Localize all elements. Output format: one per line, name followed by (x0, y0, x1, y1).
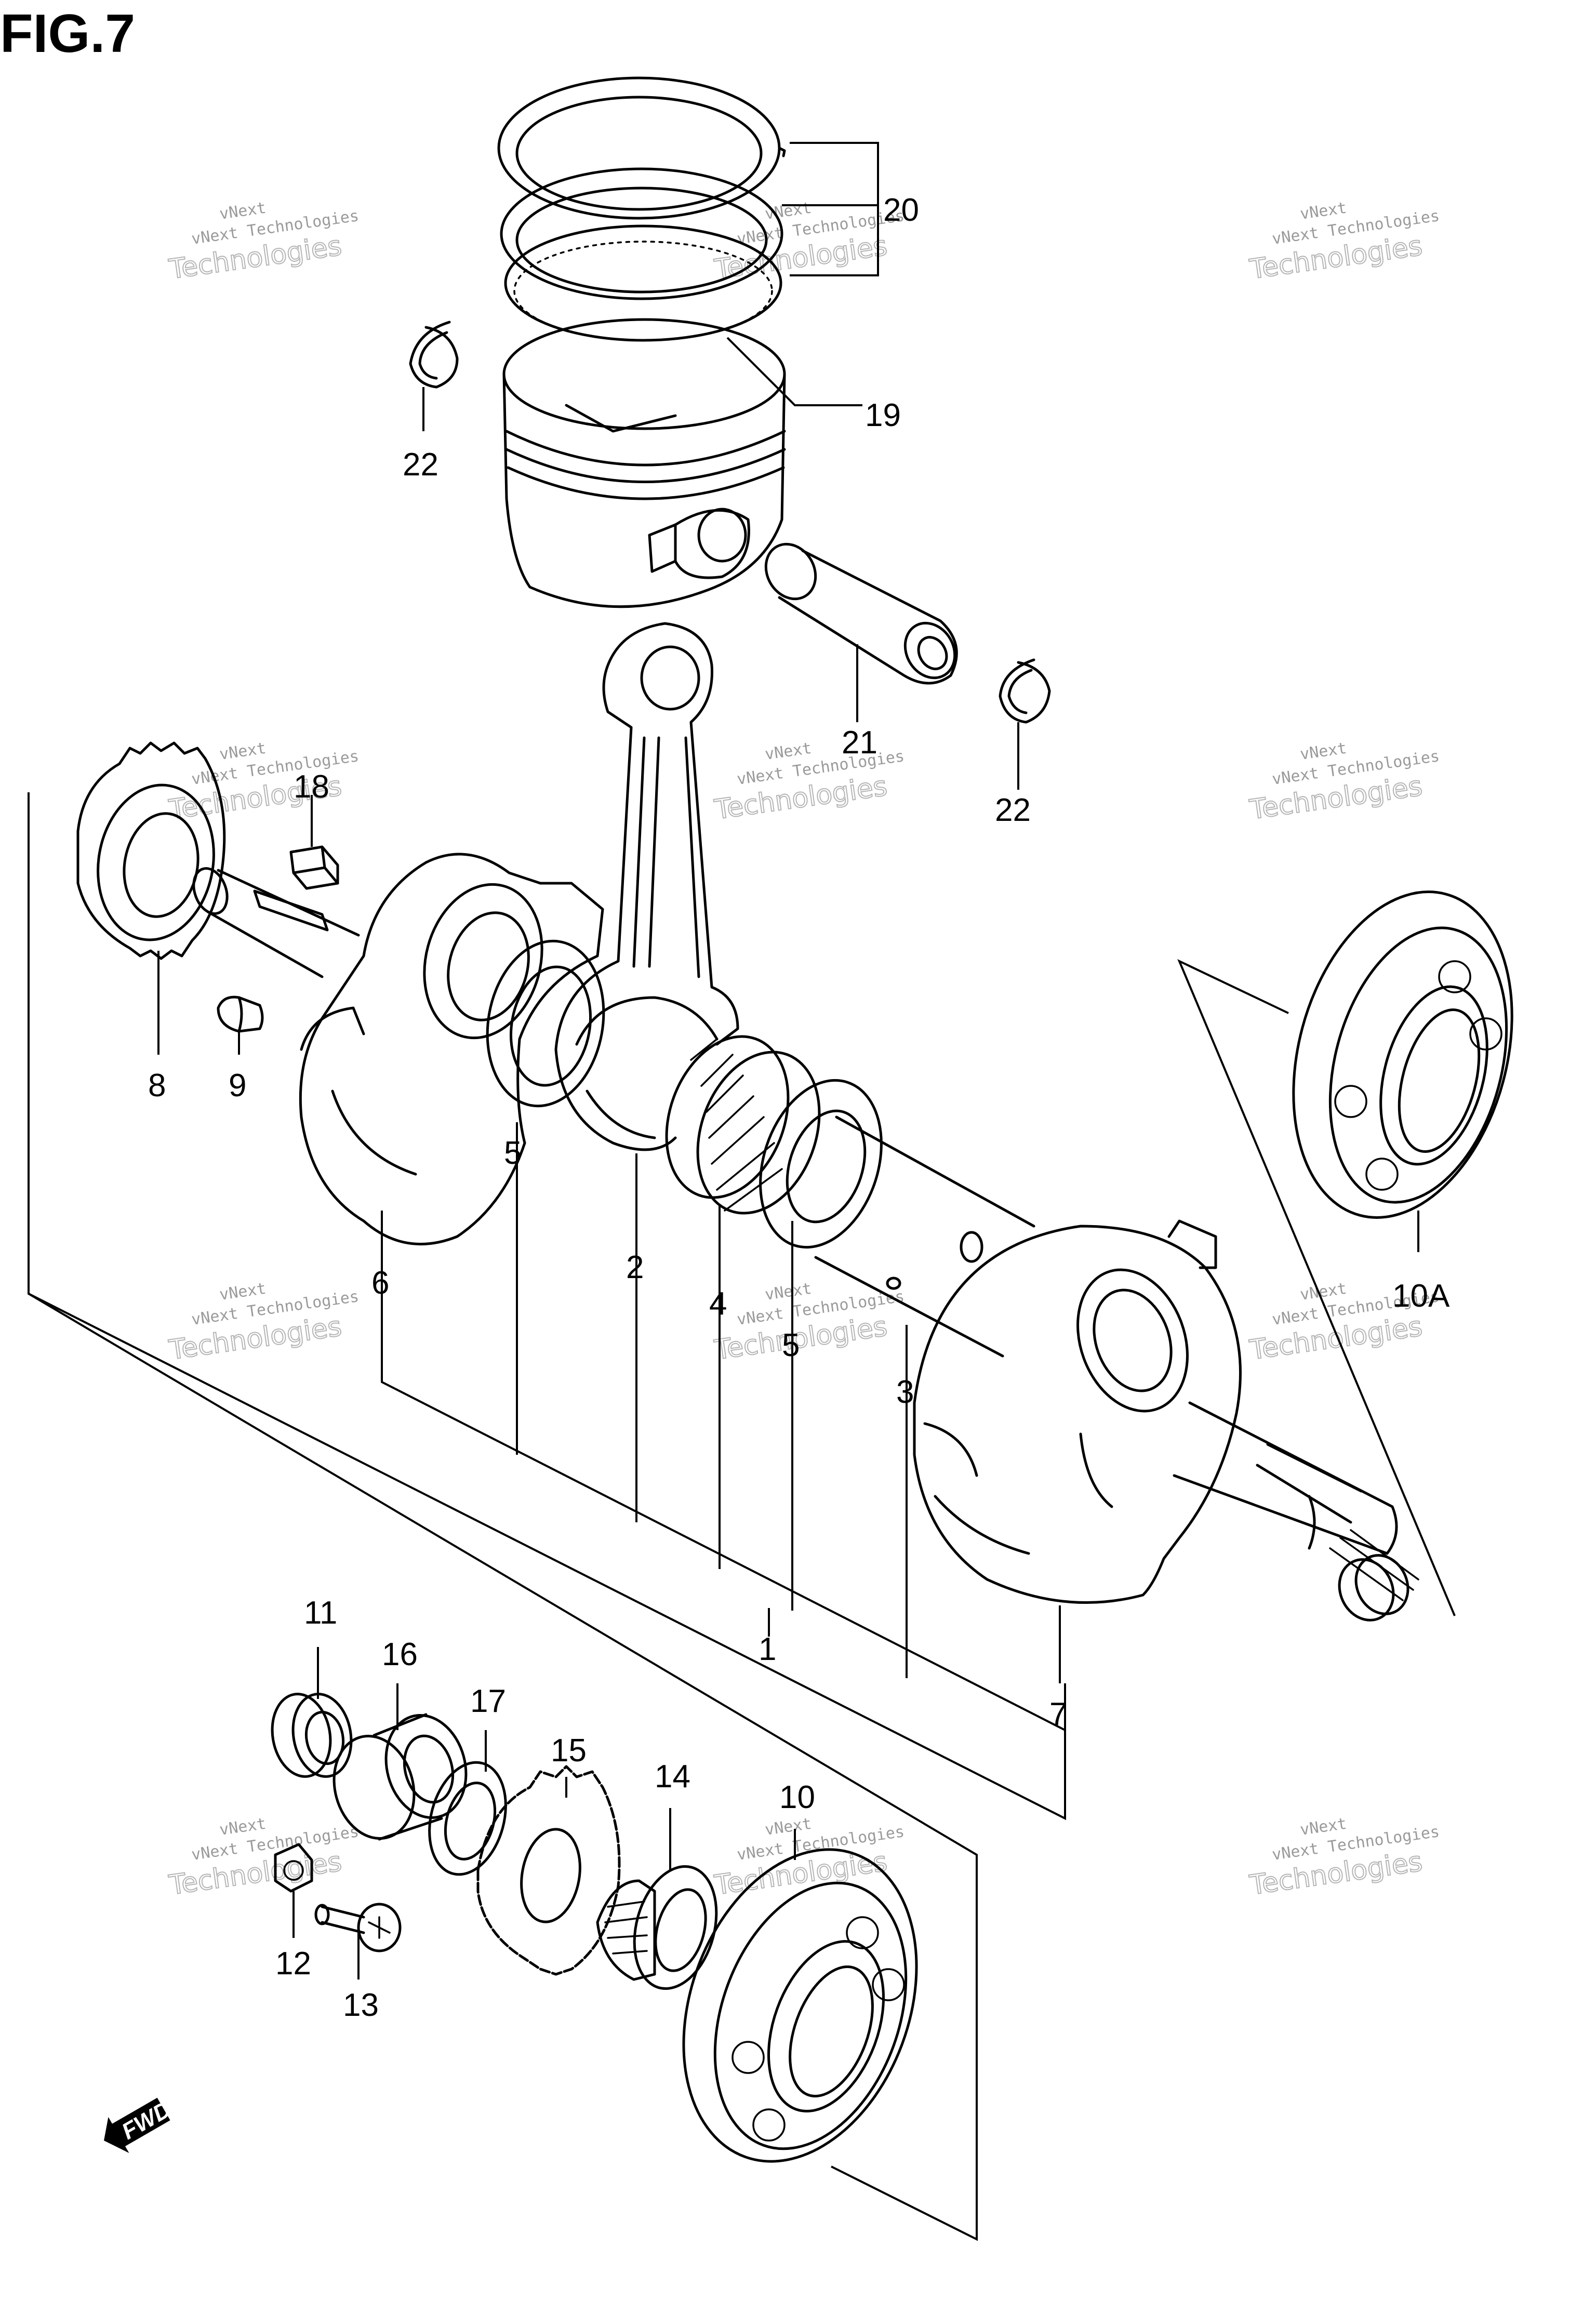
circlip-left (409, 321, 459, 389)
callout-11: 11 (304, 1595, 337, 1631)
figure-title: FIG.7 (0, 4, 135, 64)
watermark-text: vNext (218, 739, 267, 764)
primary-drive-gear (596, 1865, 718, 1990)
piston-rings (497, 76, 786, 342)
callout-labels: 20 19 22 21 22 18 8 9 5 6 2 4 5 3 10A 1 … (148, 192, 1450, 2023)
callout-13: 13 (343, 1987, 379, 2023)
watermark-text: vNext (1299, 199, 1348, 223)
watermark: vNext vNext Technologies Technologies (1247, 739, 1441, 827)
watermark-text: vNext (1299, 1280, 1348, 1304)
callout-10: 10 (779, 1779, 815, 1815)
callout-22-right: 22 (995, 792, 1031, 828)
watermark: vNext vNext Technologies Technologies (1247, 199, 1441, 286)
crank-pin (814, 1115, 1035, 1358)
callout-20: 20 (883, 192, 919, 228)
callout-5-right: 5 (782, 1327, 800, 1363)
callout-10a: 10A (1392, 1278, 1450, 1314)
watermark-text: vNext (764, 1280, 813, 1304)
callout-12: 12 (275, 1946, 311, 1982)
main-bearing-10a (1292, 891, 1513, 1219)
watermark: vNext vNext Technologies Technologies (166, 199, 360, 286)
watermark: vNext vNext Technologies Technologies (712, 739, 906, 827)
callout-17: 17 (470, 1683, 506, 1719)
watermark-text: vNext (764, 739, 813, 764)
balancer-drive-gear (476, 1765, 621, 1976)
watermark-text: vNext (218, 1280, 267, 1304)
leader-lines (28, 142, 1456, 2241)
callout-3: 3 (896, 1374, 914, 1410)
watermark-text: vNext (218, 199, 267, 223)
callout-15: 15 (551, 1733, 587, 1769)
piston (502, 318, 786, 608)
watermark-text: vNext (764, 1815, 813, 1839)
watermark: vNext vNext Technologies Technologies (1247, 1815, 1441, 1902)
needle-bearing (665, 1035, 821, 1215)
callout-7: 7 (1049, 1696, 1067, 1732)
watermark-group: vNext vNext Technologies Technologies vN… (166, 199, 1441, 1902)
callout-1: 1 (759, 1631, 776, 1667)
callout-2: 2 (626, 1250, 644, 1285)
oil-seal (271, 1693, 353, 1778)
connecting-rod (554, 622, 739, 1151)
watermark: vNext vNext Technologies Technologies (166, 1280, 360, 1367)
watermark-text: vNext (1299, 1815, 1348, 1839)
watermark: vNext vNext Technologies Technologies (166, 1815, 360, 1902)
watermark: vNext vNext Technologies Technologies (712, 199, 906, 286)
callout-16: 16 (382, 1637, 418, 1672)
callout-21: 21 (842, 725, 877, 761)
screw (314, 1903, 402, 1952)
callout-5-left: 5 (504, 1135, 522, 1171)
lock-washer (274, 1843, 313, 1893)
piston-pin (764, 542, 958, 685)
watermark-text: vNext (1299, 739, 1348, 764)
crank-web-left (299, 853, 604, 1245)
watermark: vNext vNext Technologies Technologies (712, 1280, 906, 1367)
crank-web-right (913, 1219, 1242, 1604)
watermark: vNext vNext Technologies Technologies (166, 739, 360, 827)
dowel-pin (217, 995, 264, 1033)
callout-6: 6 (371, 1265, 389, 1301)
watermark-text: vNext (218, 1815, 267, 1839)
callout-22-left: 22 (403, 447, 438, 483)
callout-14: 14 (655, 1759, 690, 1795)
watermark-text: vNext (764, 199, 813, 223)
right-shaft (1173, 1401, 1398, 1555)
callout-9: 9 (229, 1068, 246, 1104)
main-bearing-10 (682, 1848, 918, 2163)
callout-18: 18 (294, 769, 329, 805)
callout-19: 19 (865, 397, 901, 433)
spacer (332, 1713, 468, 1841)
forward-label: FWD (117, 2096, 175, 2145)
circlip-right (999, 658, 1051, 724)
thrust-washer-right (759, 1079, 883, 1249)
forward-direction-badge: FWD (104, 2096, 175, 2153)
crankshaft-thread-end (1329, 1529, 1419, 1622)
callout-4: 4 (709, 1286, 727, 1322)
woodruff-key (289, 845, 339, 890)
callout-8: 8 (148, 1068, 166, 1104)
timing-sprocket (76, 741, 226, 960)
left-shaft (192, 867, 360, 978)
thrust-washer-left (486, 939, 605, 1108)
